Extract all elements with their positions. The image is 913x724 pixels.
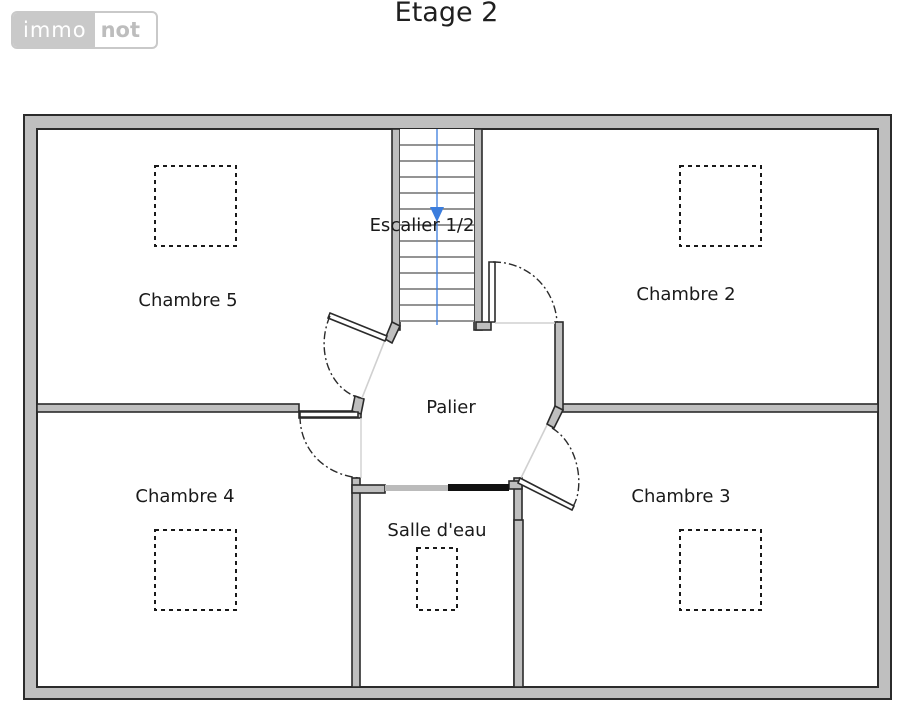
fixture-salle-eau [416,547,458,611]
fixture-chambre4 [154,529,237,611]
fixture-chambre2 [679,165,762,247]
door-chambre3 [516,476,576,512]
diag-wall-left [351,394,365,416]
outer-wall [23,114,892,700]
door-swings [299,261,580,509]
room-label-escalier: Escalier 1/2 [370,215,475,236]
doors [299,261,576,512]
diag-wall-stair [383,320,402,345]
swing-chambre4 [299,415,361,479]
door-chambre5 [326,311,389,343]
immonot-logo: immo not [11,11,158,49]
wall-right-horizontal [561,403,879,413]
interior-walls [36,128,879,688]
room-label-salle-eau: Salle d'eau [387,520,486,541]
room-label-chambre2: Chambre 2 [636,284,735,305]
room-label-chambre5: Chambre 5 [138,290,237,311]
fixture-chambre5 [154,165,237,247]
room-label-palier: Palier [426,397,476,418]
door-openings [360,322,555,478]
door-chambre2 [488,261,496,323]
wall-bath-left-top [351,484,386,494]
room-label-chambre3: Chambre 3 [631,486,730,507]
stair-door-jamb [475,321,492,331]
wall-left-horizontal [36,403,300,413]
swing-chambre3 [551,427,580,509]
diag-line-2 [519,424,548,481]
fixtures [154,165,762,611]
staircase [400,129,474,325]
bath-door-leaf [448,484,509,491]
swing-chambre5 [323,315,361,399]
wall-palier-right [554,321,564,411]
room-label-chambre4: Chambre 4 [135,486,234,507]
floor-title: Etage 2 [394,0,499,28]
logo-part-not: not [100,18,141,42]
swing-chambre2 [492,261,558,323]
door-chambre4 [299,411,359,418]
logo-part-immo: immo [13,13,95,47]
diag-wall-right [545,404,565,430]
palier-diagonal-walls [351,320,565,491]
diag-line-1 [361,339,386,399]
stair-arrow-icon [430,207,444,222]
stair-wall-right [473,128,483,331]
fixture-chambre3 [679,529,762,611]
wall-bath-right-lower [513,519,524,688]
wall-bath-left [351,477,361,688]
